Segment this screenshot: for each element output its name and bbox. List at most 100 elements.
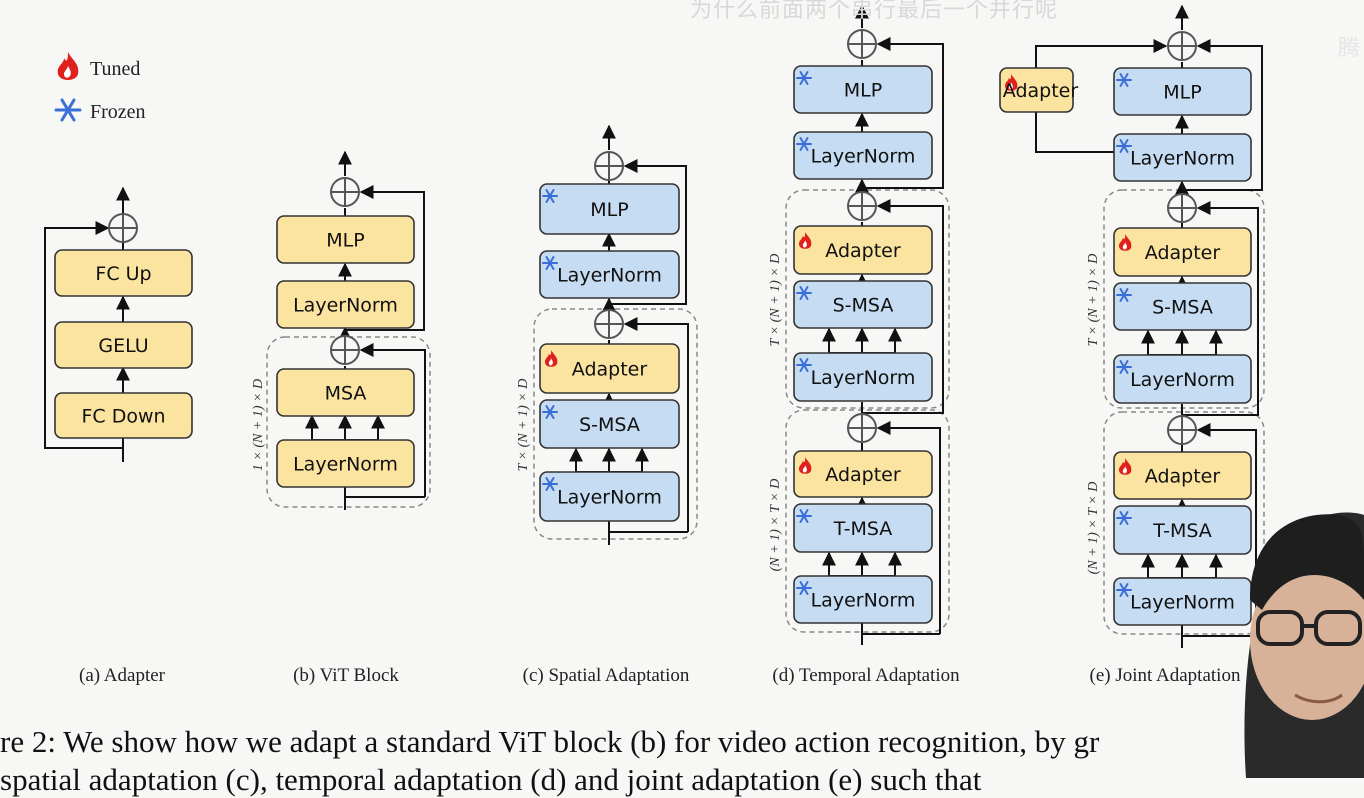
box-d-adapter: Adapter <box>793 225 933 275</box>
box-e-mlp: MLP <box>1113 67 1252 116</box>
box-shape <box>1113 282 1252 331</box>
connectors <box>44 4 1263 648</box>
box-shape <box>1113 67 1252 116</box>
box-e-adapter: Adapter <box>1113 451 1252 500</box>
caption-e: (e) Joint Adaptation <box>1090 665 1241 686</box>
box-b-mlp: MLP <box>276 215 415 264</box>
flame-icon <box>1119 458 1132 475</box>
box-label: LayerNorm <box>293 295 398 317</box>
box-label: Adapter <box>1145 242 1221 264</box>
box-label: LayerNorm <box>1130 592 1235 614</box>
box-shape <box>276 368 415 417</box>
paper-caption-line-2: spatial adaptation (c), temporal adaptat… <box>0 762 982 797</box>
box-shape <box>276 215 415 264</box>
box-label: S-MSA <box>1152 297 1213 319</box>
box-label: LayerNorm <box>557 487 662 509</box>
box-shape <box>1113 133 1252 182</box>
add-icon <box>847 413 877 443</box>
box-shape <box>54 392 193 439</box>
snowflake-icon <box>54 98 82 122</box>
box-label: LayerNorm <box>811 146 916 168</box>
box-label: MLP <box>844 80 882 102</box>
legend-frozen-label: Frozen <box>90 101 146 123</box>
video-subtitle: 为什么前面两个串行最后一个并行呢 <box>690 0 1059 23</box>
box-d-s-msa: S-MSA <box>793 280 933 329</box>
box-e-adapter: Adapter <box>1113 227 1252 277</box>
snowflake-icon <box>796 358 812 372</box>
box-label: GELU <box>98 335 148 357</box>
box-c-layernorm: LayerNorm <box>539 471 680 522</box>
add-icon <box>594 309 624 339</box>
box-label: LayerNorm <box>293 454 398 476</box>
snowflake-icon <box>796 286 812 300</box>
box-shape <box>793 450 933 498</box>
box-label: Adapter <box>1145 466 1221 488</box>
box-shape <box>1113 577 1252 626</box>
box-e-adapter: Adapter <box>999 67 1078 113</box>
add-icon <box>1167 31 1197 61</box>
box-label: FC Down <box>81 406 165 428</box>
box-a-gelu: GELU <box>54 321 193 369</box>
box-label: MSA <box>325 383 367 405</box>
box-shape <box>54 249 193 297</box>
caption-a: (a) Adapter <box>79 665 166 686</box>
box-label: T-MSA <box>833 518 893 540</box>
add-icon <box>847 29 877 59</box>
box-label: T-MSA <box>1152 520 1212 542</box>
box-label: LayerNorm <box>1130 369 1235 391</box>
add-nodes <box>108 29 1197 445</box>
box-shape <box>793 65 933 114</box>
dim-label-e-top: T × (N + 1) × D <box>1086 254 1101 347</box>
snowflake-icon <box>1116 288 1132 302</box>
legend-tuned-label: Tuned <box>90 58 140 80</box>
box-label: MLP <box>1163 82 1201 104</box>
add-icon <box>1167 415 1197 445</box>
box-label: LayerNorm <box>811 590 916 612</box>
box-shape <box>793 225 933 275</box>
add-icon <box>108 213 138 243</box>
box-label: Adapter <box>572 359 648 381</box>
d-bottom-group <box>785 409 950 633</box>
snowflake-icon <box>1116 511 1132 525</box>
flame-icon <box>1005 74 1018 91</box>
box-shape <box>539 399 680 449</box>
snowflake-icon <box>542 256 558 270</box>
box-a-fc-down: FC Down <box>54 392 193 439</box>
flame-icon <box>799 457 812 474</box>
box-shape <box>793 280 933 329</box>
box-shape <box>793 575 933 624</box>
add-icon <box>330 335 360 365</box>
box-shape <box>539 250 680 299</box>
snowflake-icon <box>1116 583 1132 597</box>
flame-icon <box>799 232 812 249</box>
box-shape <box>1113 505 1252 555</box>
box-b-layernorm: LayerNorm <box>276 280 415 329</box>
box-d-mlp: MLP <box>793 65 933 114</box>
snowflake-icon <box>542 189 558 203</box>
add-icon <box>594 151 624 181</box>
snowflake-icon <box>796 137 812 151</box>
box-shape <box>999 67 1074 113</box>
architecture-diagram: Tuned Frozen <box>44 4 1364 778</box>
snowflake-icon <box>1116 139 1132 153</box>
box-label: Adapter <box>825 464 901 486</box>
box-a-fc-up: FC Up <box>54 249 193 297</box>
box-e-layernorm: LayerNorm <box>1113 577 1252 626</box>
box-e-layernorm: LayerNorm <box>1113 354 1252 404</box>
snowflake-icon <box>542 477 558 491</box>
box-label: MLP <box>326 230 364 252</box>
presenter-video <box>1244 512 1364 778</box>
snowflake-icon <box>796 71 812 85</box>
flame-icon <box>545 350 558 367</box>
e-top-group <box>1103 189 1265 409</box>
box-d-layernorm: LayerNorm <box>793 575 933 624</box>
box-c-layernorm: LayerNorm <box>539 250 680 299</box>
add-icon <box>1167 193 1197 223</box>
box-shape <box>276 280 415 329</box>
e-bottom-group <box>1103 411 1265 635</box>
caption-c: (c) Spatial Adaptation <box>523 665 690 686</box>
box-shape <box>793 131 933 180</box>
watermark: 腾 <box>1337 36 1360 61</box>
dim-label-b: 1 × (N + 1) × D <box>251 379 266 471</box>
add-icon <box>847 191 877 221</box>
